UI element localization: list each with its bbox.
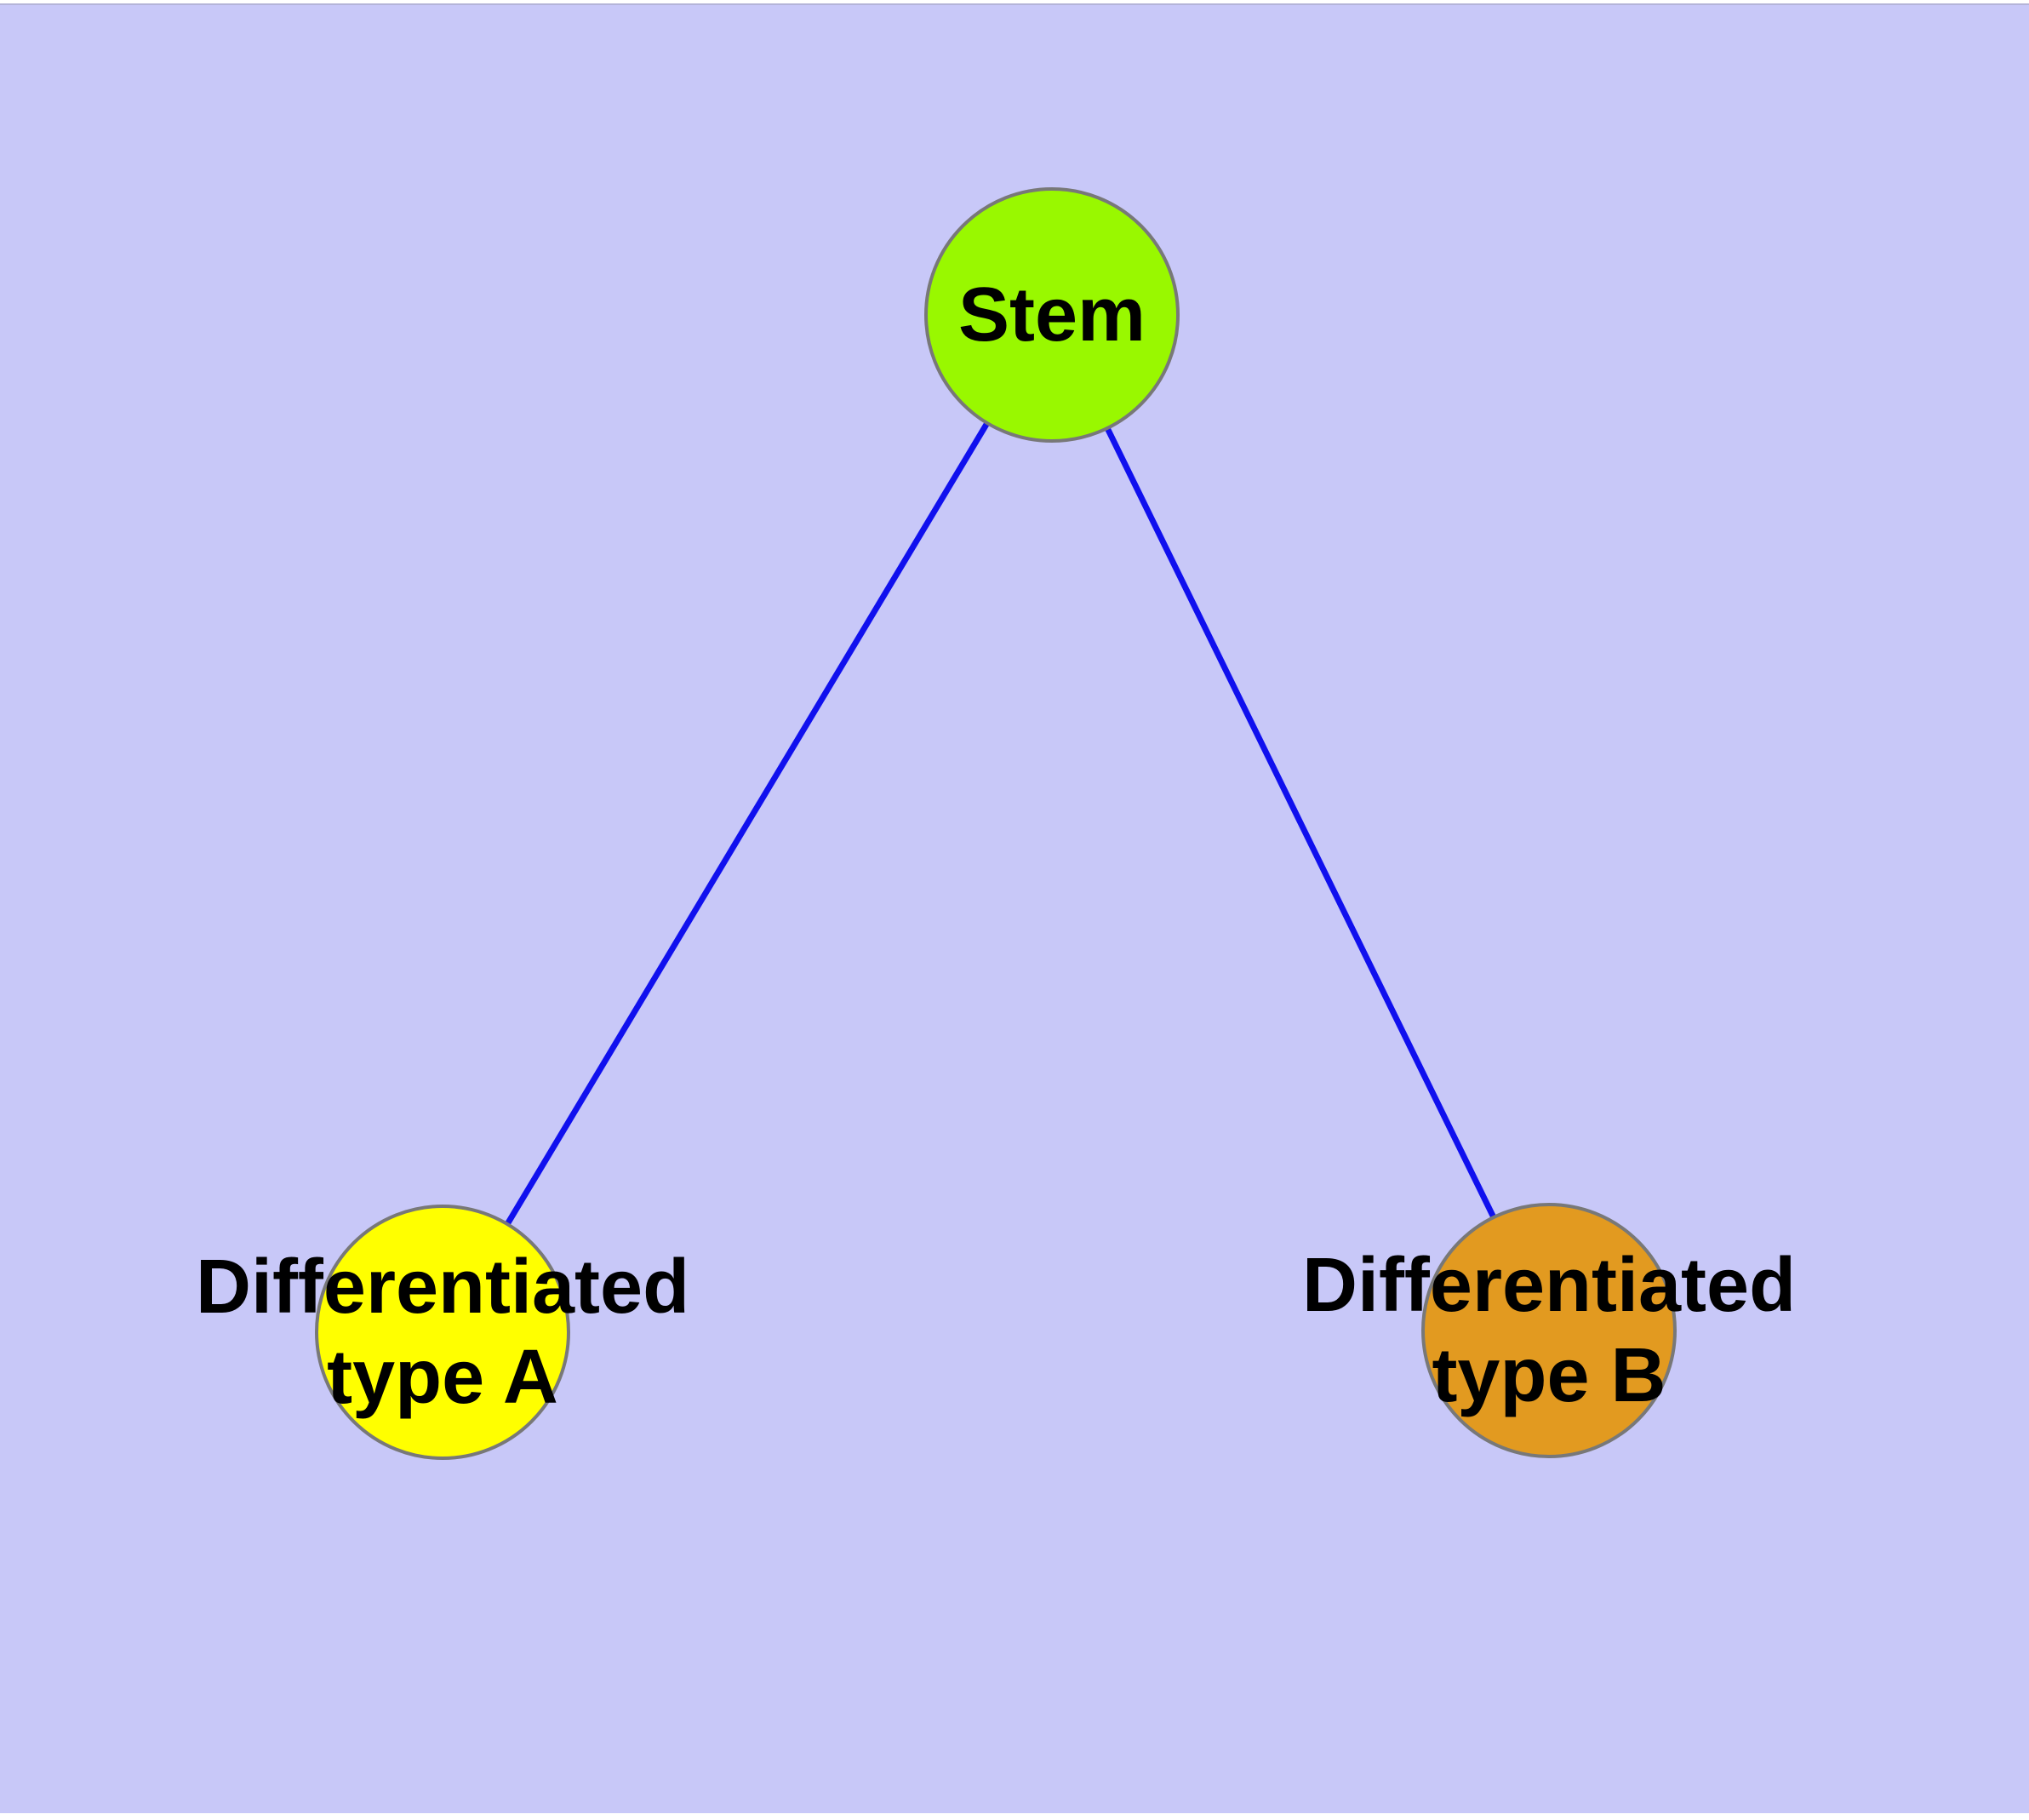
edge-stem-to-type-a bbox=[439, 313, 1055, 1334]
node-type-a-circle bbox=[315, 1205, 570, 1460]
node-type-b-circle bbox=[1421, 1203, 1677, 1458]
node-type-a-label-line2: type A bbox=[327, 1335, 558, 1420]
node-type-b-label-line1: Differentiated bbox=[1301, 1243, 1797, 1328]
node-type-b-label-line2: type B bbox=[1432, 1333, 1666, 1418]
node-stem-label-text: Stem bbox=[957, 272, 1146, 358]
node-type-b-label: Differentiated type B bbox=[1302, 1240, 1796, 1421]
node-stem-circle bbox=[924, 187, 1180, 443]
node-type-a-label: Differentiated type A bbox=[196, 1242, 689, 1422]
node-type-a-label-line1: Differentiated bbox=[195, 1245, 690, 1330]
window-bottom-edge bbox=[0, 1813, 2029, 1820]
node-stem-label: Stem bbox=[958, 270, 1146, 360]
edge-stem-to-type-b bbox=[1049, 313, 1552, 1332]
window-top-edge bbox=[0, 0, 2029, 3]
window-top-edge-line bbox=[0, 3, 2029, 5]
